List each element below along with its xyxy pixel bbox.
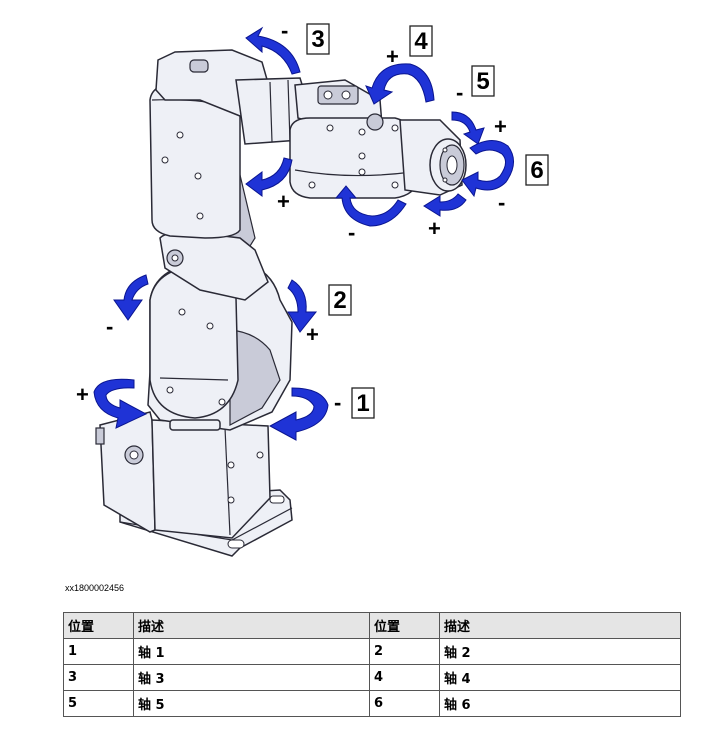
robot-wrist (429, 138, 467, 192)
axis-description-table: 位置 描述 位置 描述 1 轴 1 2 轴 2 3 轴 3 4 轴 4 5 轴 … (63, 612, 681, 717)
axis-2-arrow-right (287, 279, 318, 333)
axis-4-arrow-bottom (334, 185, 407, 227)
axis-6-plus: + (494, 114, 507, 139)
axis-4-arrow-top (365, 63, 435, 105)
robot-lower-arm (147, 261, 293, 431)
table-cell: 4 (369, 664, 440, 691)
axis-5-arrow-top (451, 111, 485, 145)
axis-2-arrow-left (113, 274, 149, 321)
table-header-row: 位置 描述 位置 描述 (63, 612, 681, 639)
robot-base (95, 411, 293, 557)
header-position: 位置 (369, 612, 440, 639)
header-description: 描述 (133, 612, 370, 639)
robot-upper-arm (149, 49, 311, 301)
table-cell: 轴 6 (439, 690, 681, 717)
axis-5-arrow-bottom (423, 193, 467, 217)
robot-axis-diagram: 3 4 5 6 2 1 - + + - - + + - - + + - (76, 18, 549, 557)
axis-label-2: 2 (333, 287, 346, 314)
axis-3-plus: + (277, 189, 290, 214)
axis-label-3: 3 (311, 26, 324, 53)
table-cell: 轴 5 (133, 690, 370, 717)
axis-2-plus: + (306, 322, 319, 347)
table-cell: 1 (63, 638, 134, 665)
axis-3-arrow-bottom (245, 157, 293, 197)
table-row: 1 轴 1 2 轴 2 (63, 638, 681, 665)
figure-id: xx1800002456 (65, 583, 125, 593)
axis-5-minus: - (456, 80, 463, 105)
header-description: 描述 (439, 612, 681, 639)
axis-4-plus: + (386, 44, 399, 69)
table-cell: 6 (369, 690, 440, 717)
table-cell: 轴 1 (133, 638, 370, 665)
axis-3-minus: - (281, 18, 288, 43)
axis-3-arrow-top (245, 26, 301, 75)
axis-label-4: 4 (414, 28, 428, 55)
axis-6-arrow (461, 140, 514, 198)
axis-label-1: 1 (356, 390, 369, 417)
table-cell: 5 (63, 690, 134, 717)
table-cell: 轴 4 (439, 664, 681, 691)
axis-1-plus: + (76, 382, 89, 407)
axis-label-6: 6 (530, 157, 543, 184)
axis-5-plus: + (428, 216, 441, 241)
axis-2-minus: - (106, 314, 113, 339)
table-row: 3 轴 3 4 轴 4 (63, 664, 681, 691)
axis-1-arrow (268, 387, 329, 441)
table-cell: 轴 3 (133, 664, 370, 691)
axis-4-minus: - (348, 220, 355, 245)
table-cell: 3 (63, 664, 134, 691)
axis-1-minus: - (334, 390, 341, 415)
axis-label-5: 5 (476, 68, 489, 95)
table-cell: 轴 2 (439, 638, 681, 665)
header-position: 位置 (63, 612, 134, 639)
table-row: 5 轴 5 6 轴 6 (63, 690, 681, 717)
table-cell: 2 (369, 638, 440, 665)
axis-6-minus: - (498, 190, 505, 215)
axis-1-arrow-left (93, 378, 148, 429)
